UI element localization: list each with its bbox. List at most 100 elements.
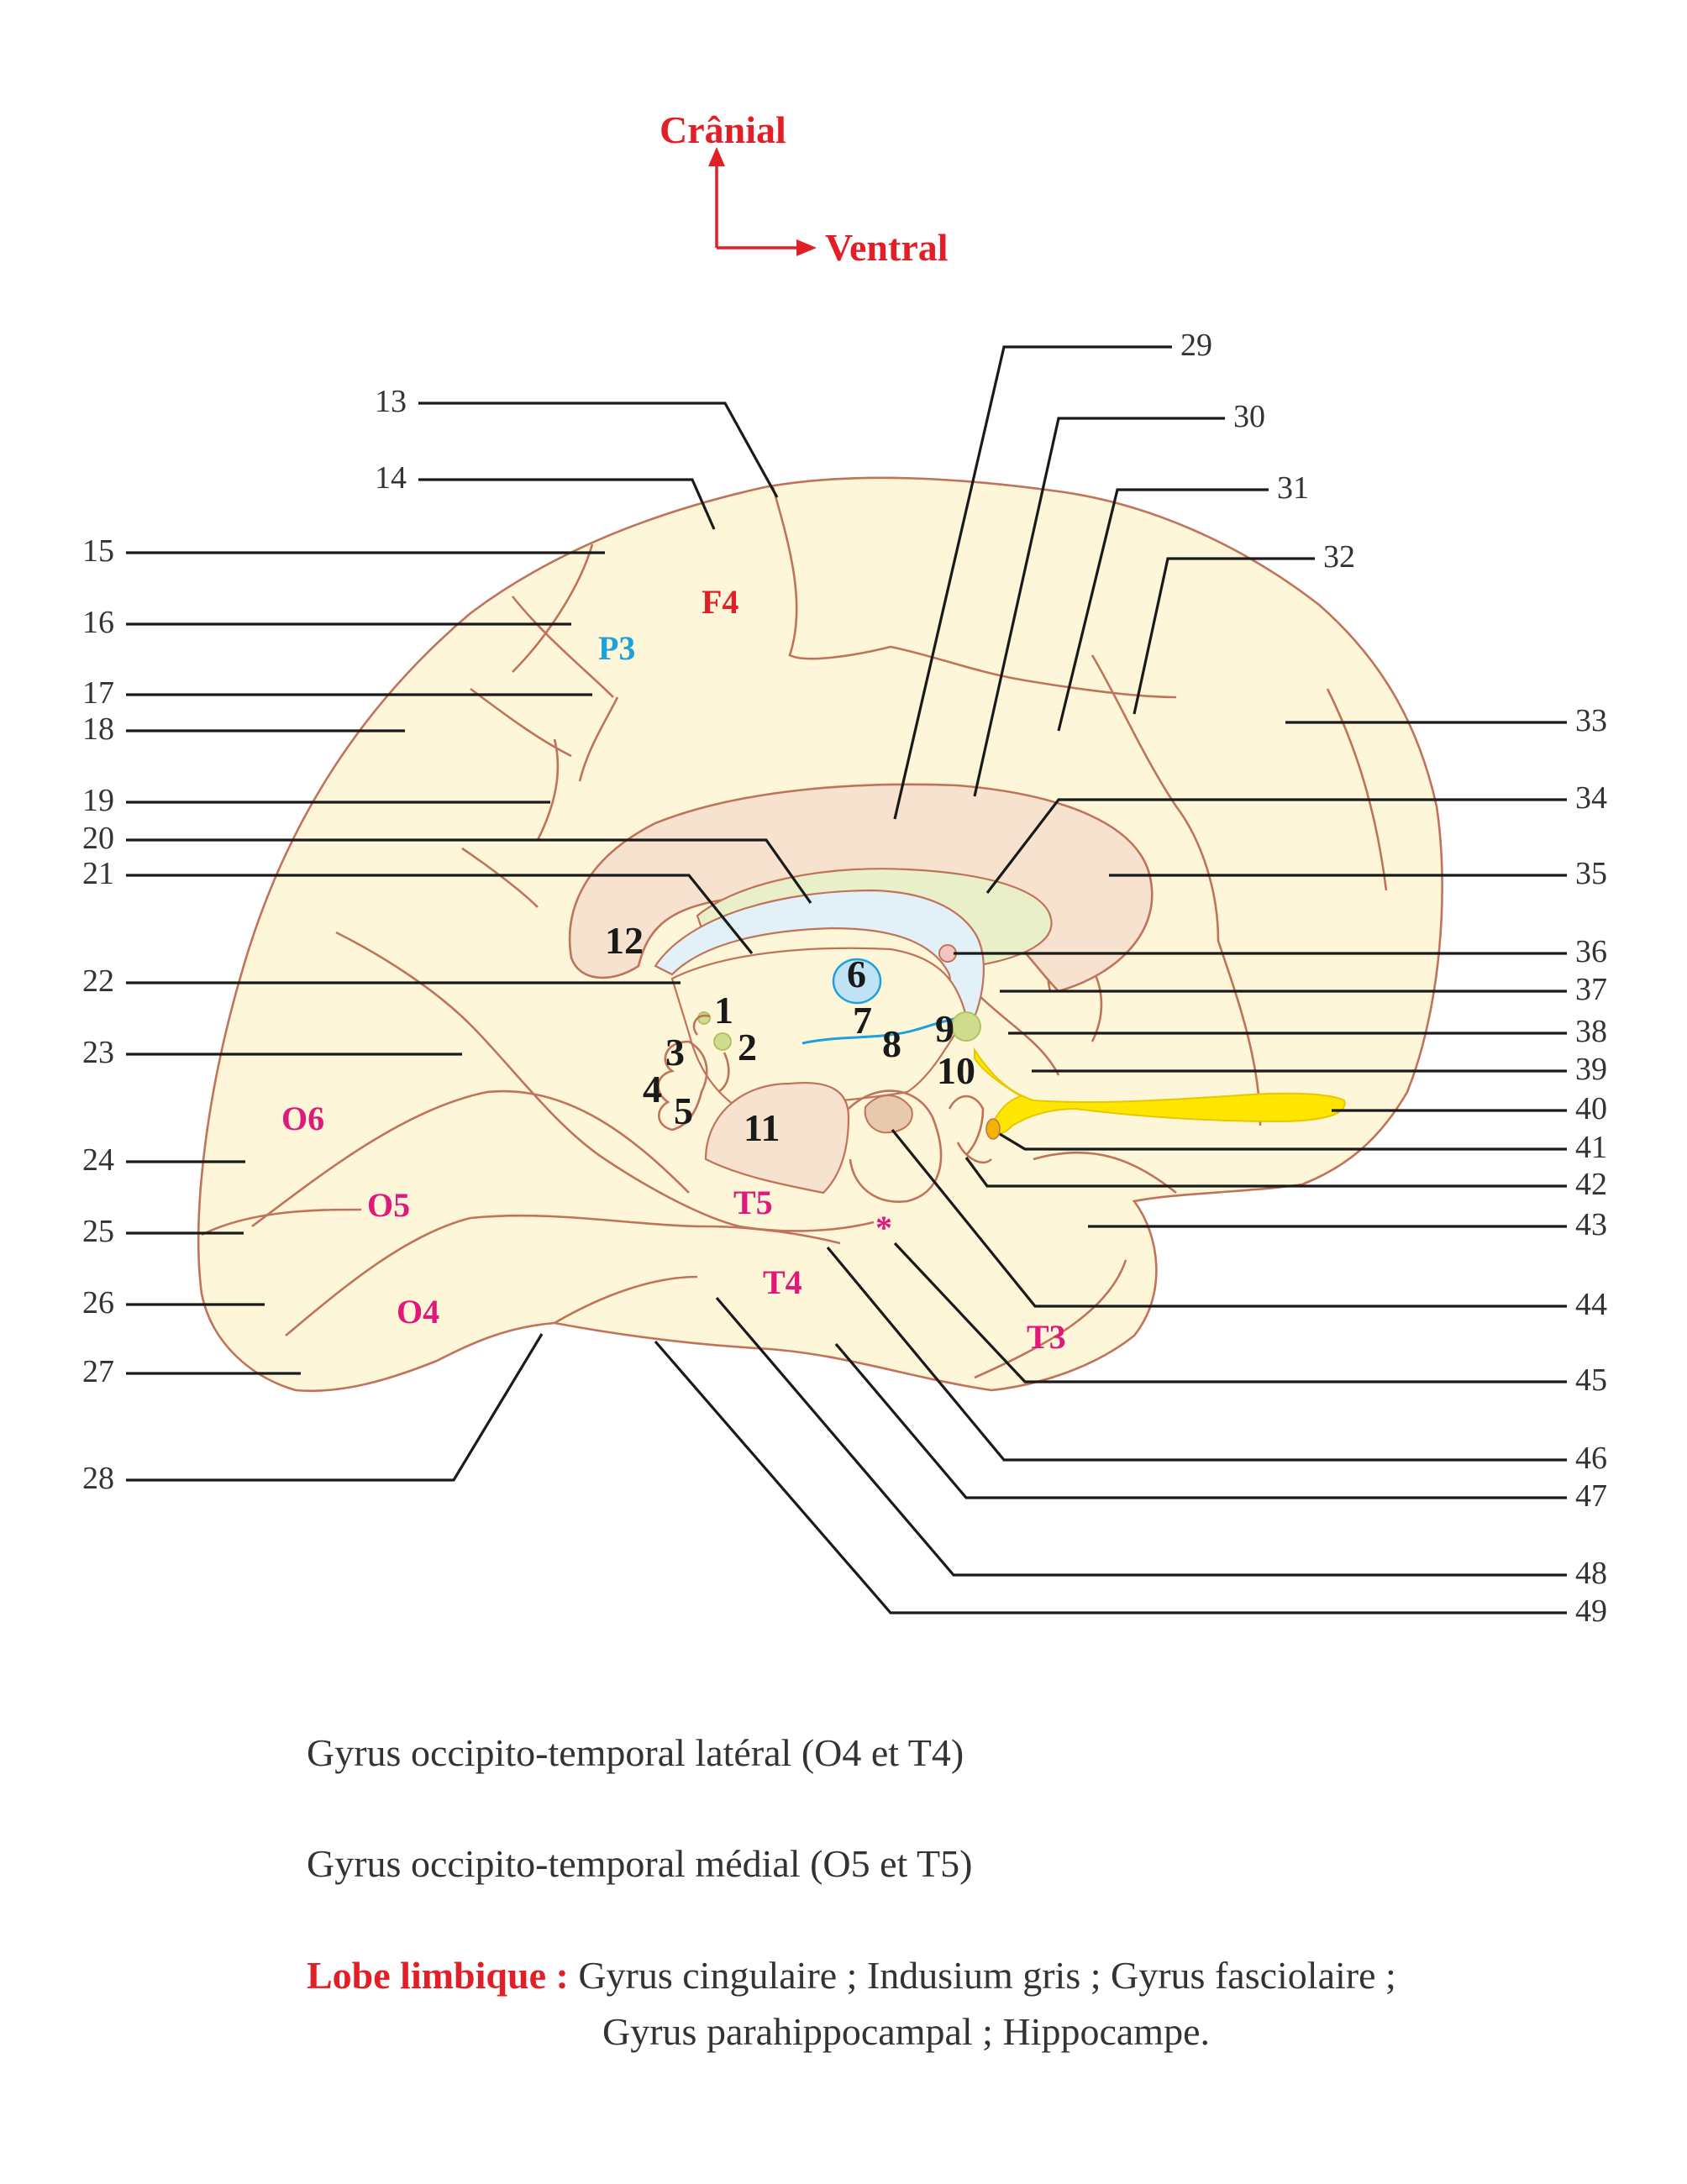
hippocampus-loop [848,1089,943,1203]
leader-number-24: 24 [82,1142,114,1178]
leader-number-42: 42 [1575,1167,1607,1202]
leader-41 [999,1132,1567,1151]
inner-numbers: 1 2 3 4 5 6 7 8 9 10 11 12 [605,919,975,1149]
legend-line-2: Gyrus occipito-temporal médial (O5 et T5… [307,1842,973,1885]
structure-9-spot [951,1011,981,1042]
inner-number-7: 7 [853,999,872,1042]
cortex-outline [197,476,1443,1392]
leader-number-33: 33 [1575,703,1607,738]
leader-47 [834,1342,1567,1499]
region-label-o6: O6 [281,1100,324,1137]
folia-3-4-5 [657,1014,730,1131]
structure-11-region [704,1082,850,1194]
limbic-lobe-text: Gyrus cingulaire ; Indusium gris ; Gyrus… [568,1954,1396,1997]
leader-lines [126,345,1567,1614]
region-label-t5: T5 [733,1184,773,1221]
leader-number-16: 16 [82,605,114,640]
leader-number-35: 35 [1575,856,1607,891]
leader-14 [418,478,716,530]
legend-line-4: Gyrus parahippocampal ; Hippocampe. [602,2010,1210,2053]
region-label-f4: F4 [702,583,738,621]
leader-number-29: 29 [1180,328,1212,363]
inner-number-6: 6 [847,953,866,995]
legend-line-3: Lobe limbique : Gyrus cingulaire ; Indus… [307,1953,1396,1998]
leader-number-27: 27 [82,1354,114,1389]
leader-30 [973,417,1225,797]
leader-number-13: 13 [375,384,407,419]
leader-31 [1057,488,1269,732]
leader-number-37: 37 [1575,972,1607,1007]
inner-number-11: 11 [744,1106,780,1149]
leader-number-47: 47 [1575,1478,1607,1514]
leader-number-26: 26 [82,1285,114,1320]
leader-number-21: 21 [82,856,114,891]
limbic-lobe-label: Lobe limbique : [307,1954,569,1997]
region-label-o5: O5 [367,1186,410,1224]
leader-number-18: 18 [82,711,114,747]
leader-29 [893,345,1172,820]
structure-6-oval [832,958,882,1005]
ventral-label: Ventral [825,226,949,269]
leader-number-41: 41 [1575,1130,1607,1165]
leader-20 [126,838,812,904]
leader-49 [654,1340,1567,1614]
inner-number-1: 1 [714,989,733,1032]
structure-2-spot [713,1032,732,1051]
inner-number-12: 12 [605,919,644,962]
leader-48 [715,1296,1567,1577]
leader-number-43: 43 [1575,1207,1607,1242]
brain-hemisphere [197,476,1443,1392]
leader-number-15: 15 [82,533,114,569]
region-label-o4: O4 [397,1293,439,1331]
leader-number-22: 22 [82,963,114,999]
leader-number-48: 48 [1575,1556,1607,1591]
leader-number-49: 49 [1575,1593,1607,1629]
region-label-p3: P3 [598,629,635,667]
leader-42 [964,1157,1567,1188]
leader-number-17: 17 [82,675,114,711]
leader-number-40: 40 [1575,1091,1607,1126]
leader-28 [126,1333,544,1482]
leader-number-30: 30 [1233,399,1265,434]
leader-32 [1133,557,1315,715]
leader-number-46: 46 [1575,1441,1607,1476]
leader-number-19: 19 [82,783,114,818]
leader-46 [826,1246,1567,1462]
leader-number-32: 32 [1323,539,1355,575]
inner-number-2: 2 [738,1026,757,1068]
structure-44-shape [864,1095,913,1134]
leader-number-25: 25 [82,1214,114,1249]
inner-number-8: 8 [882,1022,901,1065]
inner-number-10: 10 [937,1049,975,1092]
orientation-indicator: Crânial Ventral [660,108,949,269]
leader-number-14: 14 [375,460,407,496]
leader-number-38: 38 [1575,1014,1607,1049]
region-label-star: * [875,1209,892,1247]
inner-number-4: 4 [643,1068,662,1110]
leader-number-45: 45 [1575,1362,1607,1398]
structure-1-spot [697,1011,711,1025]
leader-number-23: 23 [82,1035,114,1070]
leader-number-34: 34 [1575,780,1607,816]
leader-45 [893,1242,1567,1383]
leader-number-31: 31 [1277,470,1309,506]
leader-34 [985,798,1567,894]
inner-number-5: 5 [674,1089,693,1132]
region-label-t3: T3 [1027,1318,1066,1356]
structure-8-line [801,1016,959,1045]
inner-number-3: 3 [665,1031,685,1074]
leader-number-28: 28 [82,1461,114,1496]
structure-42-outline [948,1095,992,1164]
structure-41-spot [985,1118,1001,1140]
leader-number-44: 44 [1575,1287,1607,1322]
region-label-t4: T4 [763,1263,802,1301]
leader-21 [126,874,754,955]
leader-number-39: 39 [1575,1052,1607,1087]
leader-44 [891,1128,1567,1308]
leader-13 [418,402,779,498]
legend-line-1: Gyrus occipito-temporal latéral (O4 et T… [307,1731,964,1774]
leader-numbers: 13 14 15 16 17 18 19 20 21 22 23 24 25 2… [82,328,1607,1629]
inner-number-9: 9 [935,1007,954,1050]
leader-number-36: 36 [1575,934,1607,969]
